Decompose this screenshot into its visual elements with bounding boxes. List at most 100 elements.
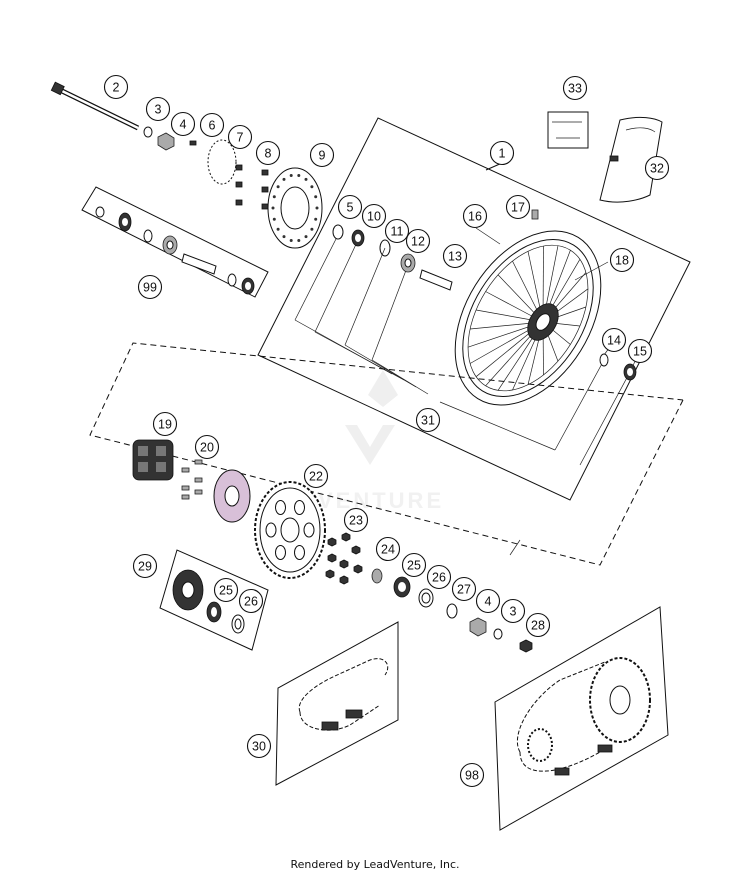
callout-label: 18 [615,254,629,268]
callout-label: 25 [219,584,233,598]
rear-wheel [454,230,602,406]
callout-26: 26 [426,564,452,590]
leader-lines [294,211,640,466]
callout-11: 11 [384,218,410,244]
callout-label: 33 [568,82,582,96]
callout-label: 32 [650,162,664,176]
bearing-25 [393,576,411,598]
callout-label: 17 [511,201,525,215]
callout-label: 22 [309,470,323,484]
rear-sprocket-22 [254,481,326,579]
callout-label: 8 [265,147,272,161]
callout-6: 6 [199,112,225,138]
callout-22: 22 [303,463,329,489]
callout-label: 1 [499,147,506,161]
callout-28: 28 [525,612,551,638]
nut-28 [519,639,533,653]
seal-26 [418,588,434,608]
callout-23: 23 [343,507,369,533]
callout-label: 31 [421,414,435,428]
valve-17 [531,209,539,220]
callout-32: 32 [644,155,670,181]
spacer-5 [332,224,344,240]
bearing-12 [400,253,416,273]
hub-kit-29-box [159,549,269,651]
callout-label: 25 [407,559,421,573]
pin-6 [189,140,197,146]
callout-9: 9 [309,142,335,168]
callout-13: 13 [442,243,468,269]
chain-kit-98-box [494,606,669,831]
nut-4b [469,617,487,637]
callout-15: 15 [627,338,653,364]
callout-14: 14 [601,327,627,353]
callout-27: 27 [451,576,477,602]
hub-group-dashed-box [89,342,684,566]
callout-20: 20 [194,434,220,460]
callout-label: 26 [432,571,446,585]
screws-8 [235,164,269,210]
washer-3b [493,628,503,640]
nuts-23 [325,532,363,585]
chain-30-box [275,621,399,786]
brake-disc-9 [267,167,323,249]
callout-5: 5 [337,194,363,220]
circlip-11 [379,239,391,257]
manual-33 [547,111,589,149]
callout-label: 3 [155,103,162,117]
callout-label: 4 [180,118,187,132]
callout-16: 16 [462,203,488,229]
callout-label: 30 [252,740,266,754]
callout-label: 3 [510,605,517,619]
callout-label: 16 [468,210,482,224]
callout-label: 4 [485,595,492,609]
callout-12: 12 [405,228,431,254]
callout-label: 15 [633,345,647,359]
nut-4 [157,132,175,151]
damper-rubbers-19 [132,439,174,481]
bearing-kit-99-box [81,186,269,298]
inner-tube-32 [599,116,663,203]
callout-25: 25 [401,552,427,578]
callout-label: 11 [391,225,404,239]
callout-3: 3 [145,96,171,122]
watermark-logo: VENTURE [318,370,441,513]
callout-26: 26 [238,588,264,614]
callout-10: 10 [361,203,387,229]
callout-98: 98 [459,762,485,788]
callout-label: 12 [411,235,425,249]
callout-label: 99 [143,281,157,295]
callout-24: 24 [375,536,401,562]
callout-4: 4 [170,111,196,137]
callout-19: 19 [152,411,178,437]
callout-label: 10 [367,210,381,224]
spacer-24 [371,568,383,584]
callout-label: 98 [465,769,479,783]
callout-label: 13 [448,250,462,264]
callout-33: 33 [562,75,588,101]
callout-label: 24 [381,543,395,557]
callout-label: 20 [200,441,214,455]
callout-4: 4 [475,588,501,614]
callout-label: 5 [347,201,354,215]
bearing-15 [623,363,637,381]
callout-8: 8 [255,140,281,166]
washer-3 [143,126,153,138]
spacer-27 [446,603,458,619]
axle-2 [50,81,140,131]
callout-label: 27 [457,583,471,597]
sensor-ring-7 [207,139,237,185]
callout-1: 1 [489,140,515,166]
callout-99: 99 [137,274,163,300]
callout-3: 3 [500,598,526,624]
callout-7: 7 [227,124,253,150]
sprocket-carrier [213,469,251,523]
callout-29: 29 [132,553,158,579]
callout-label: 23 [349,514,363,528]
callout-30: 30 [246,733,272,759]
callout-label: 26 [244,595,258,609]
callout-2: 2 [103,74,129,100]
